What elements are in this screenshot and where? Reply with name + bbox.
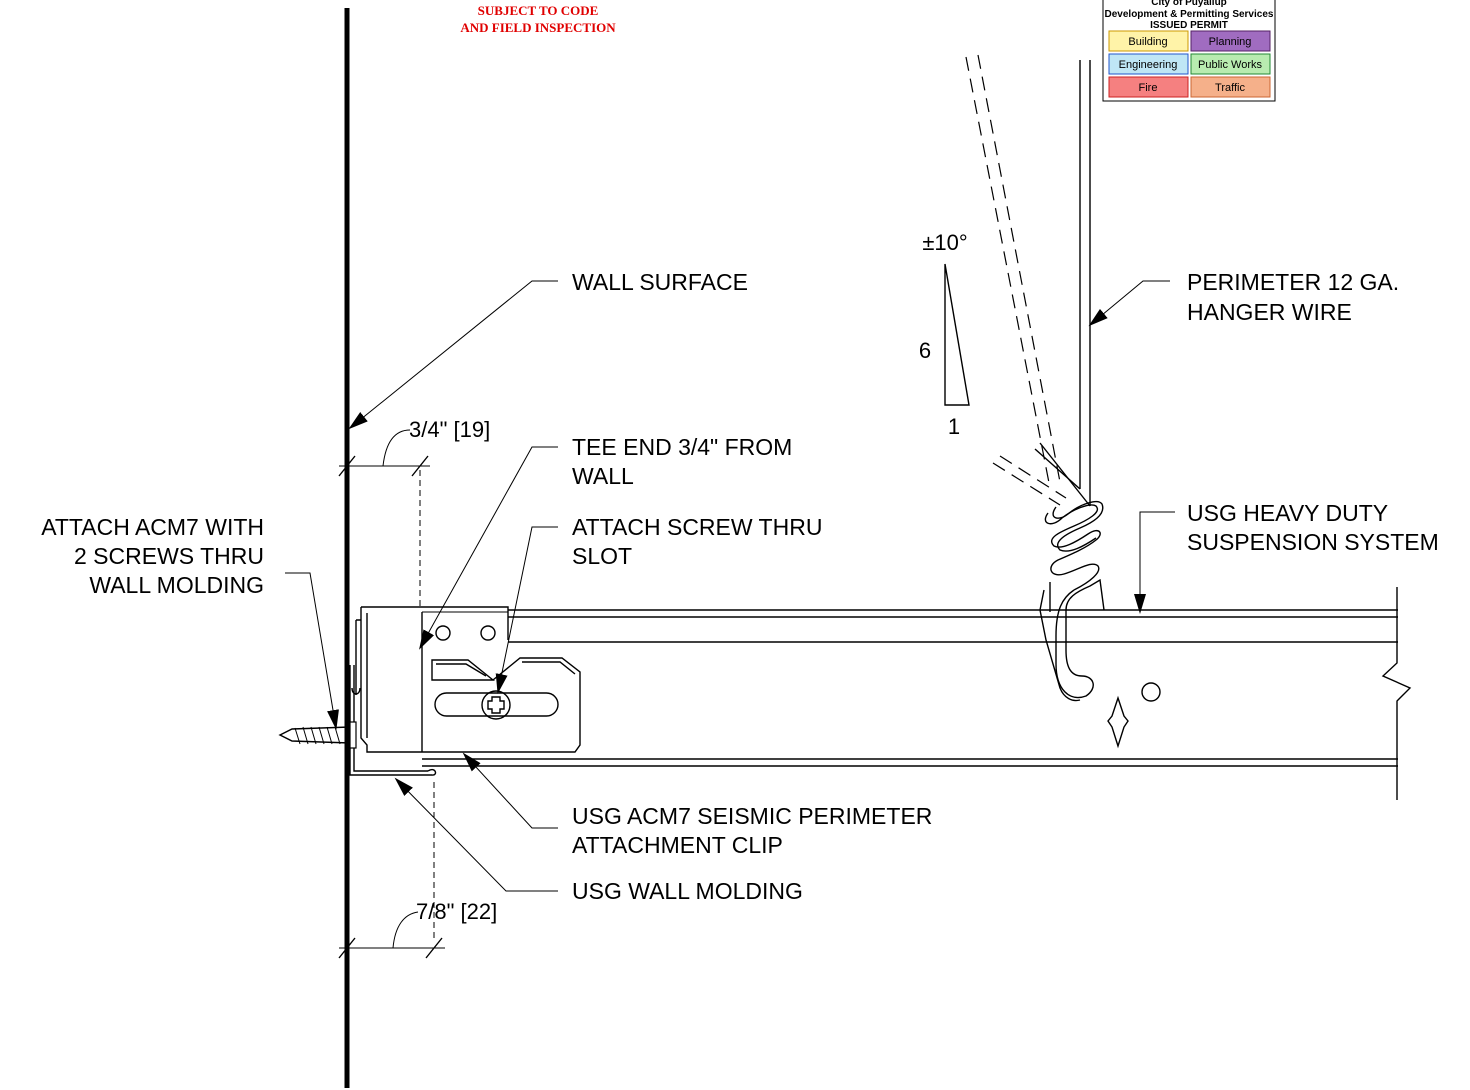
label-attach-line-3: WALL MOLDING: [89, 572, 264, 598]
permit-cell-planning-label: Planning: [1209, 36, 1252, 48]
label-tee-end-line-1: TEE END 3/4" FROM: [572, 434, 792, 460]
permit-cell-public-works-label: Public Works: [1198, 59, 1262, 71]
permit-cell-traffic: [1190, 76, 1271, 98]
dimension-top: 3/4" [19]: [338, 417, 490, 610]
acm7-clip: [351, 606, 581, 753]
label-attach-line-1: ATTACH ACM7 WITH: [41, 514, 264, 540]
leaders: [285, 280, 1175, 892]
label-suspension-line-1: USG HEAVY DUTY: [1187, 500, 1388, 526]
label-clip-line-1: USG ACM7 SEISMIC PERIMETER: [572, 803, 932, 829]
permit-line-3: ISSUED PERMIT: [1150, 20, 1228, 31]
permit-cell-planning: [1190, 30, 1271, 52]
permit-cell-engineering: [1108, 53, 1189, 75]
stamp-line-1: SUBJECT TO CODE: [478, 3, 599, 18]
permit-cell-engineering-label: Engineering: [1119, 59, 1178, 71]
label-clip-line-2: ATTACHMENT CLIP: [572, 832, 783, 858]
screw: [278, 721, 357, 749]
label-tee-end-line-2: WALL: [572, 463, 634, 489]
label-screw-line-1: ATTACH SCREW THRU: [572, 514, 822, 540]
slope-triangle: ±10° 6 1: [919, 230, 970, 439]
permit-cell-public-works: [1190, 53, 1271, 75]
label-hanger-line-1: PERIMETER 12 GA.: [1187, 269, 1399, 295]
label-wall-molding: USG WALL MOLDING: [572, 878, 803, 904]
stamp-line-2: AND FIELD INSPECTION: [460, 20, 616, 35]
code-inspection-stamp: SUBJECT TO CODE AND FIELD INSPECTION: [460, 3, 616, 35]
dimension-top-label: 3/4" [19]: [409, 417, 490, 442]
permit-cell-traffic-label: Traffic: [1215, 82, 1245, 94]
dimension-bottom-label: 7/8" [22]: [416, 899, 497, 924]
permit-cell-fire-label: Fire: [1139, 82, 1158, 94]
label-screw-line-2: SLOT: [572, 543, 632, 569]
suspension-main-tee: [422, 587, 1412, 800]
label-wall-surface: WALL SURFACE: [572, 269, 748, 295]
slope-rise-label: 6: [919, 338, 931, 363]
permit-cell-building: [1108, 30, 1189, 52]
slope-run-label: 1: [948, 414, 960, 439]
slope-angle-label: ±10°: [922, 230, 967, 255]
permit-line-2: Development & Permitting Services: [1105, 9, 1274, 20]
permit-line-1: City of Puyallup: [1151, 0, 1227, 8]
label-hanger-line-2: HANGER WIRE: [1187, 299, 1352, 325]
permit-cell-fire: [1108, 76, 1189, 98]
callout-labels: WALL SURFACE PERIMETER 12 GA. HANGER WIR…: [41, 269, 1439, 904]
wall-molding: [349, 665, 437, 776]
label-suspension-line-2: SUSPENSION SYSTEM: [1187, 529, 1439, 555]
issued-permit-box: City of Puyallup Development & Permittin…: [1102, 0, 1276, 102]
label-attach-line-2: 2 SCREWS THRU: [74, 543, 264, 569]
dimension-bottom: 7/8" [22]: [338, 782, 497, 959]
permit-cell-building-label: Building: [1128, 36, 1167, 48]
hanger-wire: [965, 54, 1105, 702]
